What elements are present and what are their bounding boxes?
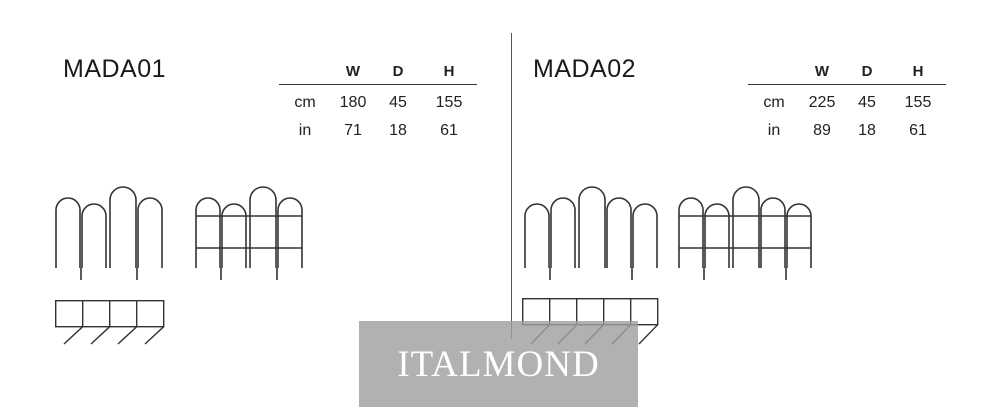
product-title: MADA01 [63,55,167,83]
depth-cell: 18 [858,122,876,139]
depth-cell: 45 [389,94,407,111]
unit-cell: in [298,122,312,139]
header-depth: D [375,58,421,85]
header-unit [279,58,331,85]
height-cell: 61 [909,122,927,139]
width-cell: 89 [813,122,831,139]
width-cell: 225 [808,94,836,111]
header-unit [748,58,800,85]
header-depth: D [844,58,890,85]
row-cm: cm 180 45 155 [279,85,477,118]
height-cell: 61 [440,122,458,139]
header-height: H [421,58,477,85]
product-mada02: MADA02 W D H cm 225 45 155 in 89 18 61 [512,0,999,407]
divider-line [511,33,512,339]
width-cell: 180 [339,94,367,111]
watermark-box: ITALMOND [359,321,638,407]
row-cm: cm 225 45 155 [748,85,946,118]
screen-front-view-icon [55,186,163,280]
dimensions-table: W D H cm 180 45 155 in 71 18 61 [279,58,477,145]
screen-front-view-icon [524,186,658,280]
height-cell: 155 [435,94,463,111]
row-in: in 89 18 61 [748,117,946,145]
header-width: W [800,58,844,85]
screen-panel-view-icon [678,186,812,280]
header-width: W [331,58,375,85]
product-title: MADA02 [533,55,637,83]
width-cell: 71 [344,122,362,139]
unit-cell: cm [294,94,316,111]
watermark-text: ITALMOND [397,343,600,385]
row-in: in 71 18 61 [279,117,477,145]
unit-cell: in [767,122,781,139]
header-height: H [890,58,946,85]
unit-cell: cm [763,94,785,111]
dimensions-table: W D H cm 225 45 155 in 89 18 61 [748,58,946,145]
screen-top-view-icon [54,299,165,345]
screen-panel-view-icon [195,186,303,280]
product-mada01: MADA01 W D H cm 180 45 155 in 71 18 61 [54,55,477,345]
height-cell: 155 [904,94,932,111]
depth-cell: 45 [858,94,876,111]
depth-cell: 18 [389,122,407,139]
